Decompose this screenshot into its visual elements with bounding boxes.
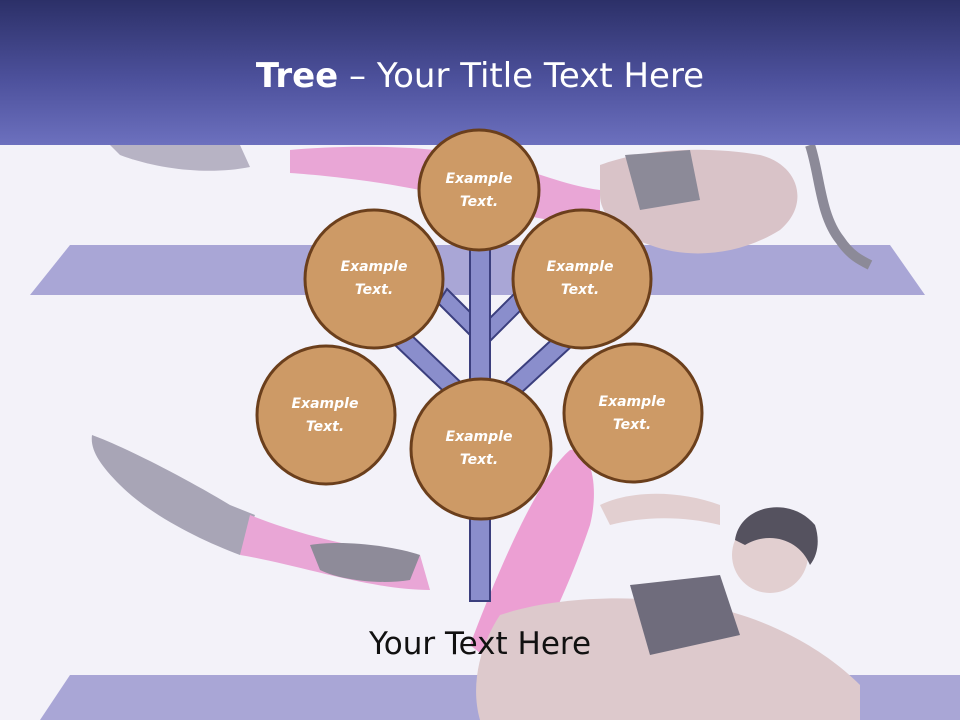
node-center-circle — [409, 377, 553, 521]
node-upper-left-line2: Text. — [354, 282, 394, 298]
footer-text: Your Text Here — [368, 626, 592, 662]
node-center-line1: Example — [445, 429, 513, 445]
node-top-circle — [417, 128, 541, 252]
node-lower-left-circle — [255, 344, 397, 486]
node-upper-right-line2: Text. — [560, 282, 600, 298]
slide-title: Tree – Your Title Text Here — [0, 54, 960, 98]
title-rest: – Your Title Text Here — [338, 56, 705, 96]
node-lower-left-label: Example Text. — [265, 393, 385, 439]
node-upper-right-circle — [511, 208, 653, 350]
node-top-label: Example Text. — [419, 168, 539, 214]
node-lower-right-line2: Text. — [612, 417, 652, 433]
node-upper-left-label: Example Text. — [314, 256, 434, 302]
node-top-line1: Example — [445, 171, 513, 187]
node-lower-left-line2: Text. — [305, 419, 345, 435]
node-lower-right-label: Example Text. — [572, 391, 692, 437]
node-center-line2: Text. — [459, 452, 499, 468]
tree-nodes — [255, 128, 704, 521]
node-center-label: Example Text. — [419, 426, 539, 472]
node-lower-left-line1: Example — [291, 396, 359, 412]
node-lower-right-line1: Example — [598, 394, 666, 410]
title-bold: Tree — [255, 56, 339, 96]
node-upper-left-circle — [303, 208, 445, 350]
title-bar: Tree – Your Title Text Here — [0, 0, 960, 145]
node-upper-right-label: Example Text. — [520, 256, 640, 302]
node-top-line2: Text. — [459, 194, 499, 210]
node-upper-right-line1: Example — [546, 259, 614, 275]
node-lower-right-circle — [562, 342, 704, 484]
node-upper-left-line1: Example — [340, 259, 408, 275]
